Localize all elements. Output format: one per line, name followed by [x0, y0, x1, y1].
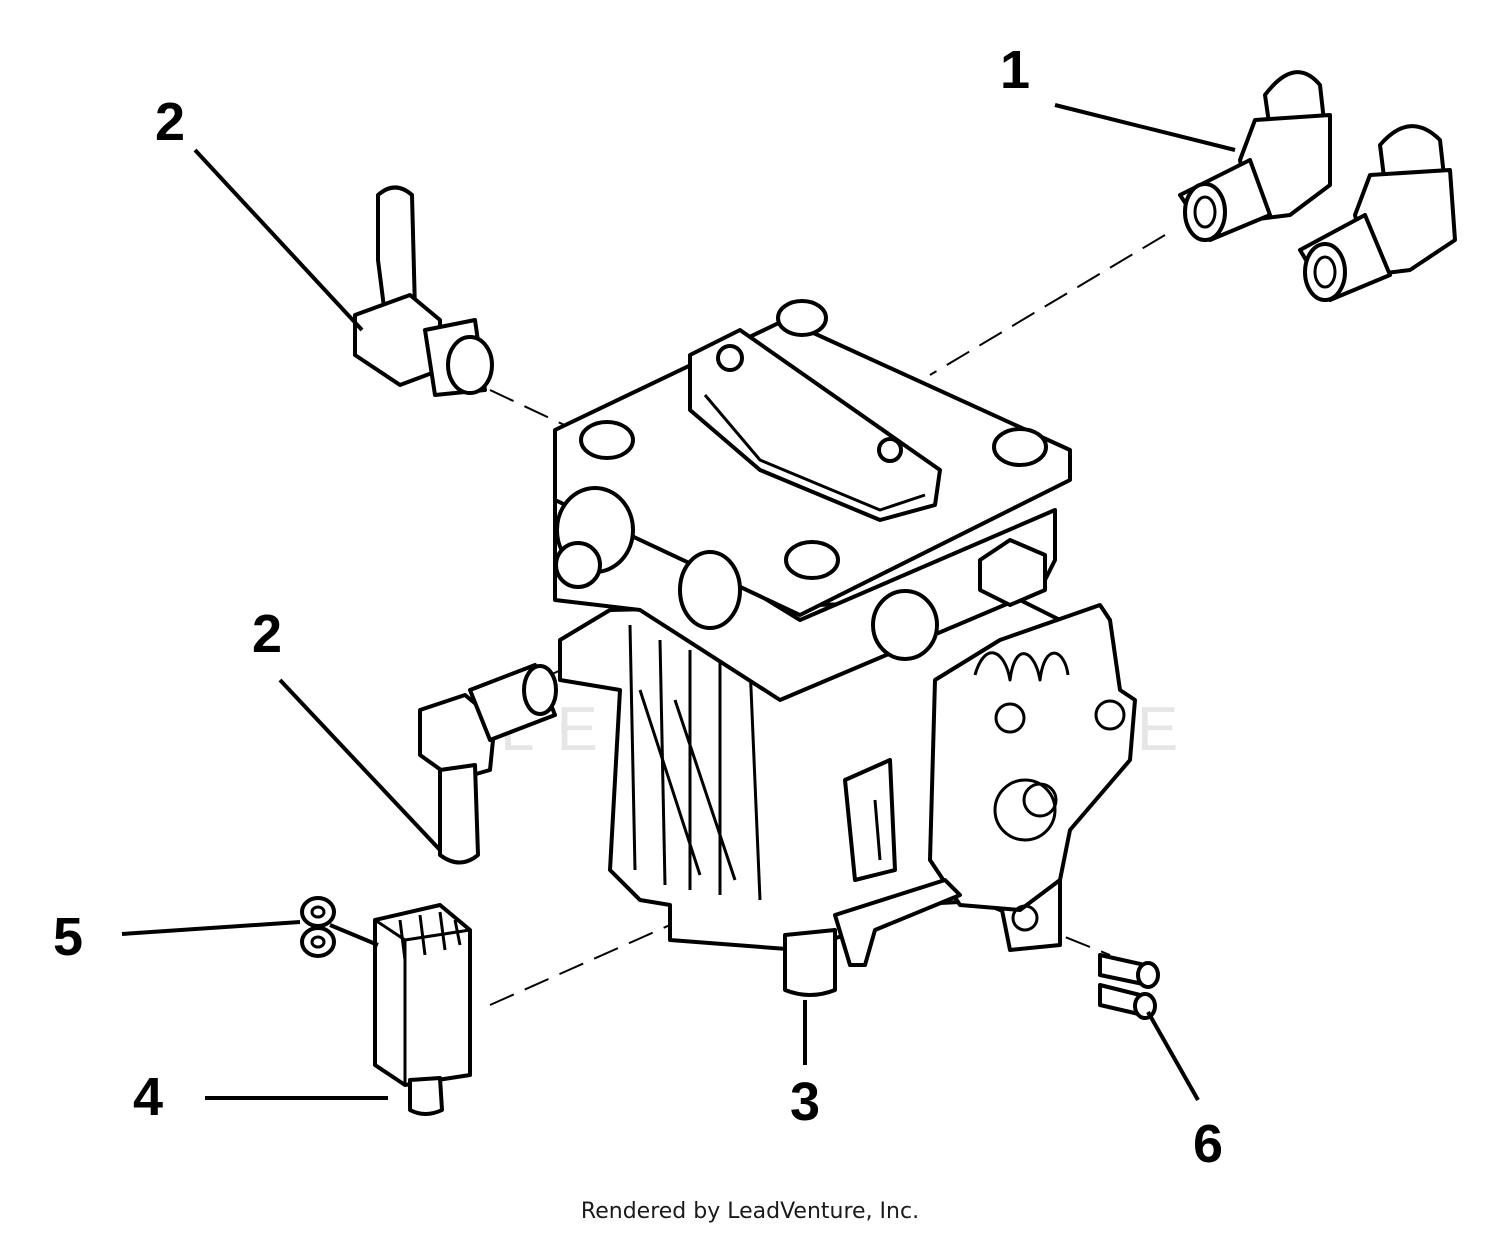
part-2-lower-elbow-fitting: [418, 663, 558, 865]
credit-line: Rendered by LeadVenture, Inc.: [581, 1199, 919, 1224]
part-3-shaft: [783, 928, 837, 1065]
part-1-elbow-fitting-a: [1178, 70, 1332, 242]
callout-2-upper: 2: [155, 92, 185, 152]
part-5-washers: [300, 896, 336, 958]
part-2-upper-elbow-fitting: [353, 185, 494, 397]
part-6-screws: [1098, 953, 1160, 1020]
part-4-switch: [373, 903, 472, 1116]
callout-5: 5: [53, 907, 83, 967]
callout-4: 4: [133, 1067, 163, 1127]
hydraulic-pump-body: [553, 299, 1137, 967]
part-1-elbow-fitting-b: [1298, 124, 1457, 302]
leader-lines: [121, 103, 1236, 1101]
callout-2-lower: 2: [252, 604, 282, 664]
callout-6: 6: [1193, 1114, 1223, 1174]
callout-1: 1: [1000, 40, 1030, 100]
callout-3: 3: [790, 1072, 820, 1132]
